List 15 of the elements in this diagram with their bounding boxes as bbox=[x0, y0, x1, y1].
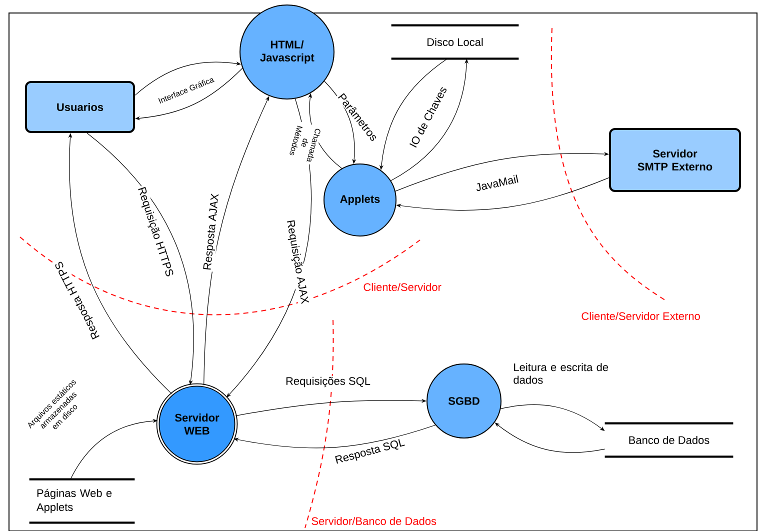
region-label: Cliente/Servidor bbox=[364, 282, 442, 292]
region-label: Cliente/Servidor Externo bbox=[582, 312, 700, 320]
data-store: Páginas Web e Applets bbox=[29, 478, 135, 524]
region-label: Servidor/Banco de Dados bbox=[312, 516, 436, 526]
process-box: Usuarios bbox=[25, 81, 135, 133]
data-store: Banco de Dados bbox=[604, 422, 734, 458]
process-box: Servidor SMTP Externo bbox=[609, 128, 741, 192]
edge-label: Requisição AJAX bbox=[283, 218, 311, 306]
edge-label: Requisições SQL bbox=[284, 376, 372, 388]
data-store: Disco Local bbox=[391, 24, 519, 60]
arrow bbox=[204, 96, 270, 386]
edge-label: Resposta AJAX bbox=[202, 192, 222, 272]
edge-label: Leitura e escrita de dados bbox=[514, 363, 608, 384]
edge-label: JavaMail bbox=[474, 173, 520, 193]
edge-label: Resposta SQL bbox=[332, 436, 408, 468]
